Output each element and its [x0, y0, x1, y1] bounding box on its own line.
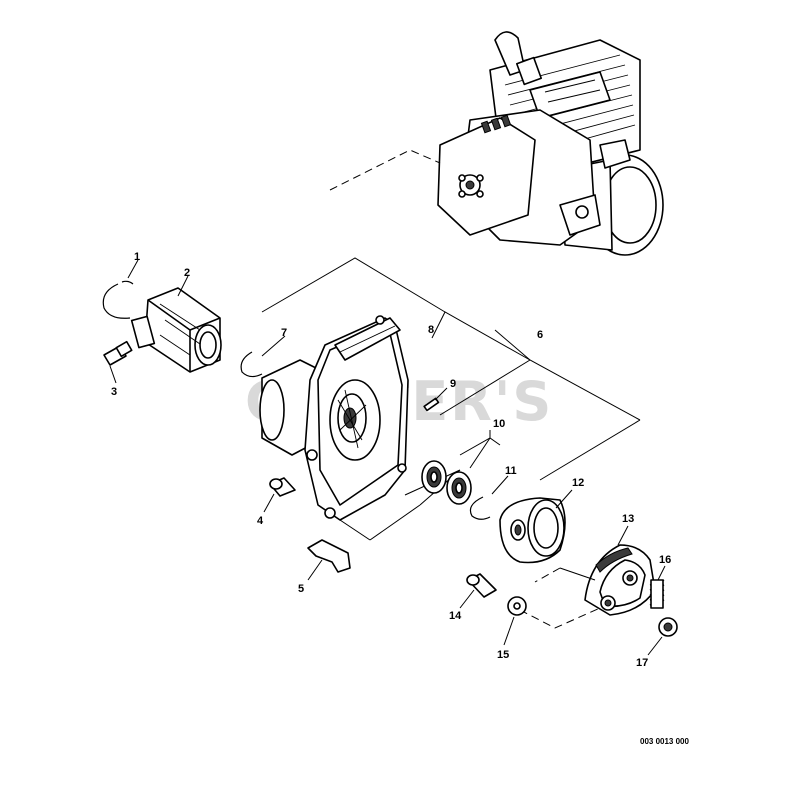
engine-assembly: [437, 31, 664, 256]
part-13-clutch-shoes: [584, 544, 656, 616]
callout-2: 2: [184, 267, 190, 279]
callout-5: 5: [298, 583, 304, 595]
callout-4: 4: [257, 515, 264, 527]
callout-12: 12: [572, 477, 584, 489]
part-11-circlip: [469, 496, 491, 520]
part-17-washer: [658, 617, 678, 637]
part-12-clutch-drum: [499, 497, 566, 564]
part-10-ball-bearings: [421, 460, 472, 505]
part-4-screw: [269, 477, 296, 497]
part-2-coupling-sleeve: [130, 287, 222, 373]
engine-leader-line: [329, 149, 441, 191]
callout-15: 15: [497, 649, 509, 661]
callout-16: 16: [659, 554, 671, 566]
callout-13: 13: [622, 513, 634, 525]
part-3-screw: [103, 340, 133, 366]
part-14-screw: [466, 573, 497, 598]
part-1-snap-ring: [102, 280, 134, 319]
callout-17: 17: [636, 657, 648, 669]
callout-14: 14: [449, 610, 462, 622]
part-8-fan-housing: [259, 315, 409, 521]
callout-9: 9: [450, 378, 456, 390]
part-5-clip: [307, 539, 351, 573]
part-9-pin: [423, 397, 440, 412]
callout-1: 1: [134, 251, 140, 263]
part-16-spring: [649, 579, 665, 609]
part-7-circlip: [240, 351, 263, 378]
callout-8: 8: [428, 324, 434, 336]
part-15-washer: [507, 596, 527, 616]
callout-6: 6: [537, 329, 543, 341]
callout-11: 11: [505, 465, 517, 477]
callout-10: 10: [493, 418, 505, 430]
callout-7: 7: [281, 327, 287, 339]
document-number: 003 0013 000: [640, 737, 689, 746]
callout-3: 3: [111, 386, 117, 398]
